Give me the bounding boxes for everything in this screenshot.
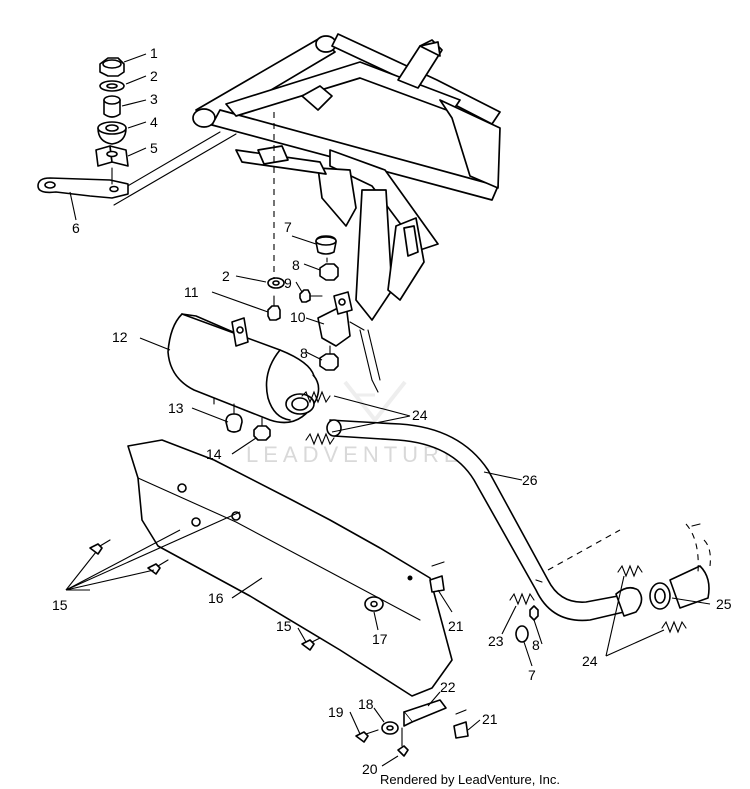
spring-part-24-a	[301, 390, 331, 404]
callout-24-lower: 24	[582, 653, 598, 669]
clip-part-21-upper	[429, 561, 445, 593]
callout-21-lower: 21	[482, 711, 498, 727]
callout-labels: 1 2 3 4 5 6 7 8 9 10 11 12 13 14 15 16 1…	[52, 45, 732, 777]
washer-part-17	[364, 596, 384, 612]
nut-part-8-upper	[319, 257, 339, 281]
spring-part-24-c	[617, 564, 643, 578]
screw-part-15-a	[89, 539, 111, 555]
screw-part-15-c	[301, 637, 321, 651]
callout-25: 25	[716, 596, 732, 612]
callout-8-lower: 8	[300, 345, 308, 361]
leader-lines	[65, 53, 711, 767]
callout-8: 8	[292, 257, 300, 273]
bracket-part-22	[403, 699, 447, 727]
callout-11: 11	[184, 284, 199, 300]
callout-19: 19	[328, 704, 344, 720]
leadventure-logo-watermark	[343, 380, 407, 424]
callout-22: 22	[440, 679, 456, 695]
muffler-part-12	[167, 313, 320, 424]
rubber-mount-part-7	[315, 235, 337, 255]
washer-part-13	[225, 403, 243, 433]
render-credit: Rendered by LeadVenture, Inc.	[380, 772, 560, 787]
nut-part-14	[253, 417, 271, 441]
washer-part-2-lower	[267, 277, 285, 289]
callout-7-lower: 7	[528, 667, 536, 683]
spring-part-23	[509, 592, 535, 606]
washer-part-2	[99, 80, 125, 92]
bolt-part-20	[397, 727, 409, 757]
vehicle-frame	[113, 33, 501, 393]
callout-8-pipe: 8	[532, 637, 540, 653]
callout-2: 2	[150, 68, 158, 84]
clip-part-21-lower	[453, 709, 469, 739]
watermark-text: LEADVENTURE	[246, 442, 464, 467]
callout-15-lower: 15	[276, 618, 292, 634]
spacer-part-3	[103, 95, 121, 118]
hanger-bracket-part-10	[317, 291, 365, 347]
callout-16: 16	[208, 590, 224, 606]
nut-part-8-pipe	[529, 605, 539, 621]
callout-18: 18	[358, 696, 374, 712]
callout-9: 9	[284, 275, 292, 291]
callout-17: 17	[372, 631, 388, 647]
callout-2-lower: 2	[222, 268, 230, 284]
heat-shield-part-16	[127, 439, 453, 697]
callout-3: 3	[150, 91, 158, 107]
callout-7: 7	[284, 219, 292, 235]
callout-6: 6	[72, 220, 80, 236]
bolt-part-11	[267, 295, 281, 321]
screw-part-19	[355, 729, 379, 743]
gasket-part-25	[649, 582, 671, 610]
nut-part-8-lower	[319, 345, 339, 371]
callout-26: 26	[522, 472, 538, 488]
guide-line-pipe	[547, 529, 621, 571]
grommet-part-7-lower	[515, 625, 529, 643]
grommet-part-4	[97, 121, 127, 145]
washer-part-18	[381, 721, 399, 735]
screw-part-15-b	[147, 559, 169, 575]
callout-12: 12	[112, 329, 128, 345]
bracket-part-5	[95, 145, 129, 167]
callout-14: 14	[206, 446, 222, 462]
callout-4: 4	[150, 114, 158, 130]
spring-part-24-d	[661, 620, 687, 634]
callout-15: 15	[52, 597, 68, 613]
exhaust-flange	[669, 523, 711, 609]
callout-24: 24	[412, 407, 428, 423]
mount-plate-part-6	[37, 167, 129, 199]
callout-1: 1	[150, 45, 158, 61]
bolt-part-9	[299, 289, 323, 303]
spring-part-24-b	[305, 432, 335, 446]
callout-10: 10	[290, 309, 306, 325]
callout-23: 23	[488, 633, 504, 649]
exhaust-pipe-part-26	[326, 419, 643, 622]
callout-5: 5	[150, 140, 158, 156]
callout-21: 21	[448, 618, 464, 634]
callout-13: 13	[168, 400, 184, 416]
nut-part-1	[99, 57, 125, 77]
callout-20: 20	[362, 761, 378, 777]
